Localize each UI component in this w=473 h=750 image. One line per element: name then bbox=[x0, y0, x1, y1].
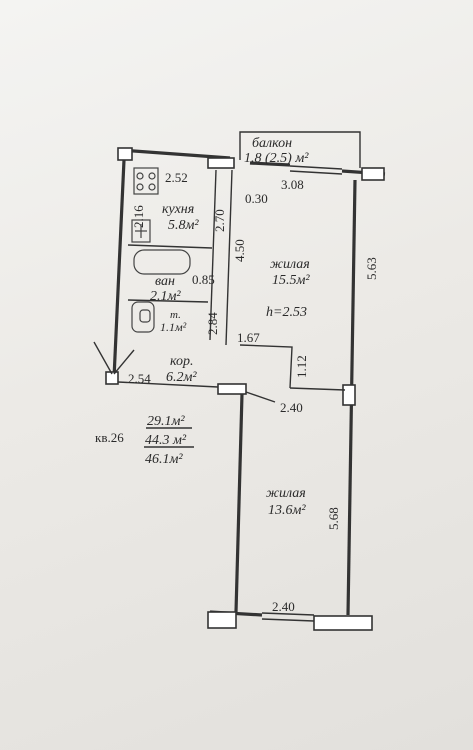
window bbox=[289, 170, 343, 175]
left-wall bbox=[112, 159, 126, 379]
window bbox=[261, 612, 315, 616]
entrance-mark bbox=[93, 341, 113, 375]
room-area-toilet: 1.1м² bbox=[160, 320, 187, 334]
area-living: 29.1м² bbox=[147, 414, 185, 429]
ceiling-height: h=2.53 bbox=[266, 305, 307, 320]
room-name-corridor: кор. bbox=[170, 354, 194, 369]
balcony-outline bbox=[239, 131, 361, 168]
dim-small: 0.30 bbox=[245, 191, 268, 206]
room-name-toilet: т. bbox=[170, 309, 181, 321]
dim-balcony-width: 3.08 bbox=[281, 177, 304, 192]
living2-left-wall bbox=[234, 393, 244, 613]
bathtub-icon bbox=[133, 249, 191, 275]
stove-icon bbox=[133, 167, 159, 195]
room-name-living2: жилая bbox=[266, 486, 306, 501]
wall-pillar bbox=[313, 615, 373, 631]
corridor-wall bbox=[289, 387, 346, 391]
partition bbox=[127, 299, 209, 303]
dim-corridor-length: 2.54 bbox=[128, 371, 151, 386]
dim-kitchen-side: 2.70 bbox=[212, 209, 227, 232]
room-area-bath: 2.1м² bbox=[150, 289, 181, 304]
entrance-mark bbox=[113, 349, 135, 375]
room-area-living2: 13.6м² bbox=[268, 503, 306, 518]
area-total-balcony: 46.1м² bbox=[145, 452, 183, 467]
dim-kitchen-width: 2.52 bbox=[165, 170, 188, 185]
dim-bath-width: 0.85 bbox=[192, 272, 215, 287]
corridor-wall bbox=[239, 344, 293, 389]
sink-icon bbox=[131, 219, 151, 243]
dim-kitchen-height: 2.16 bbox=[131, 205, 146, 228]
room-name-balcony: балкон bbox=[252, 136, 292, 151]
dim-living2-height: 5.68 bbox=[326, 507, 341, 530]
room-name-living1: жилая bbox=[270, 257, 310, 272]
apartment-number: кв.26 bbox=[95, 430, 124, 445]
wall-pillar bbox=[361, 167, 385, 181]
dim-wall-450: 4.50 bbox=[232, 239, 247, 262]
room-name-kitchen: кухня bbox=[162, 202, 194, 217]
toilet-icon bbox=[131, 301, 155, 333]
wall-pillar bbox=[207, 611, 237, 629]
dim-corridor-height: 1.12 bbox=[294, 355, 309, 378]
door-leaf bbox=[245, 391, 276, 403]
room-area-living1: 15.5м² bbox=[272, 273, 310, 288]
partition bbox=[127, 244, 213, 249]
dim-living1-height: 5.63 bbox=[364, 257, 379, 280]
dim-corridor-door: 2.40 bbox=[280, 400, 303, 415]
dim-wc-height: 2.84 bbox=[205, 312, 220, 335]
wall-pillar bbox=[342, 384, 356, 406]
room-area-corridor: 6.2м² bbox=[166, 370, 197, 385]
dim-living2-width: 2.40 bbox=[272, 599, 295, 614]
living1-top-wall bbox=[249, 161, 291, 167]
room-name-bath: ван bbox=[155, 274, 175, 289]
wall-pillar bbox=[217, 383, 247, 395]
partition bbox=[225, 169, 233, 346]
partition bbox=[209, 169, 217, 341]
wall-pillar bbox=[207, 157, 235, 169]
area-total: 44.3 м² bbox=[145, 433, 187, 448]
room-area-kitchen: 5.8м² bbox=[168, 218, 199, 233]
kitchen-top-wall bbox=[119, 148, 231, 160]
window bbox=[289, 165, 343, 170]
window bbox=[261, 618, 315, 622]
wall-pillar bbox=[105, 371, 119, 385]
room-area-balcony: 1.8 (2.5) м² bbox=[244, 151, 309, 166]
corridor-wall bbox=[117, 381, 219, 388]
dim-corridor-width: 1.67 bbox=[237, 330, 260, 345]
wall-pillar bbox=[117, 147, 133, 161]
